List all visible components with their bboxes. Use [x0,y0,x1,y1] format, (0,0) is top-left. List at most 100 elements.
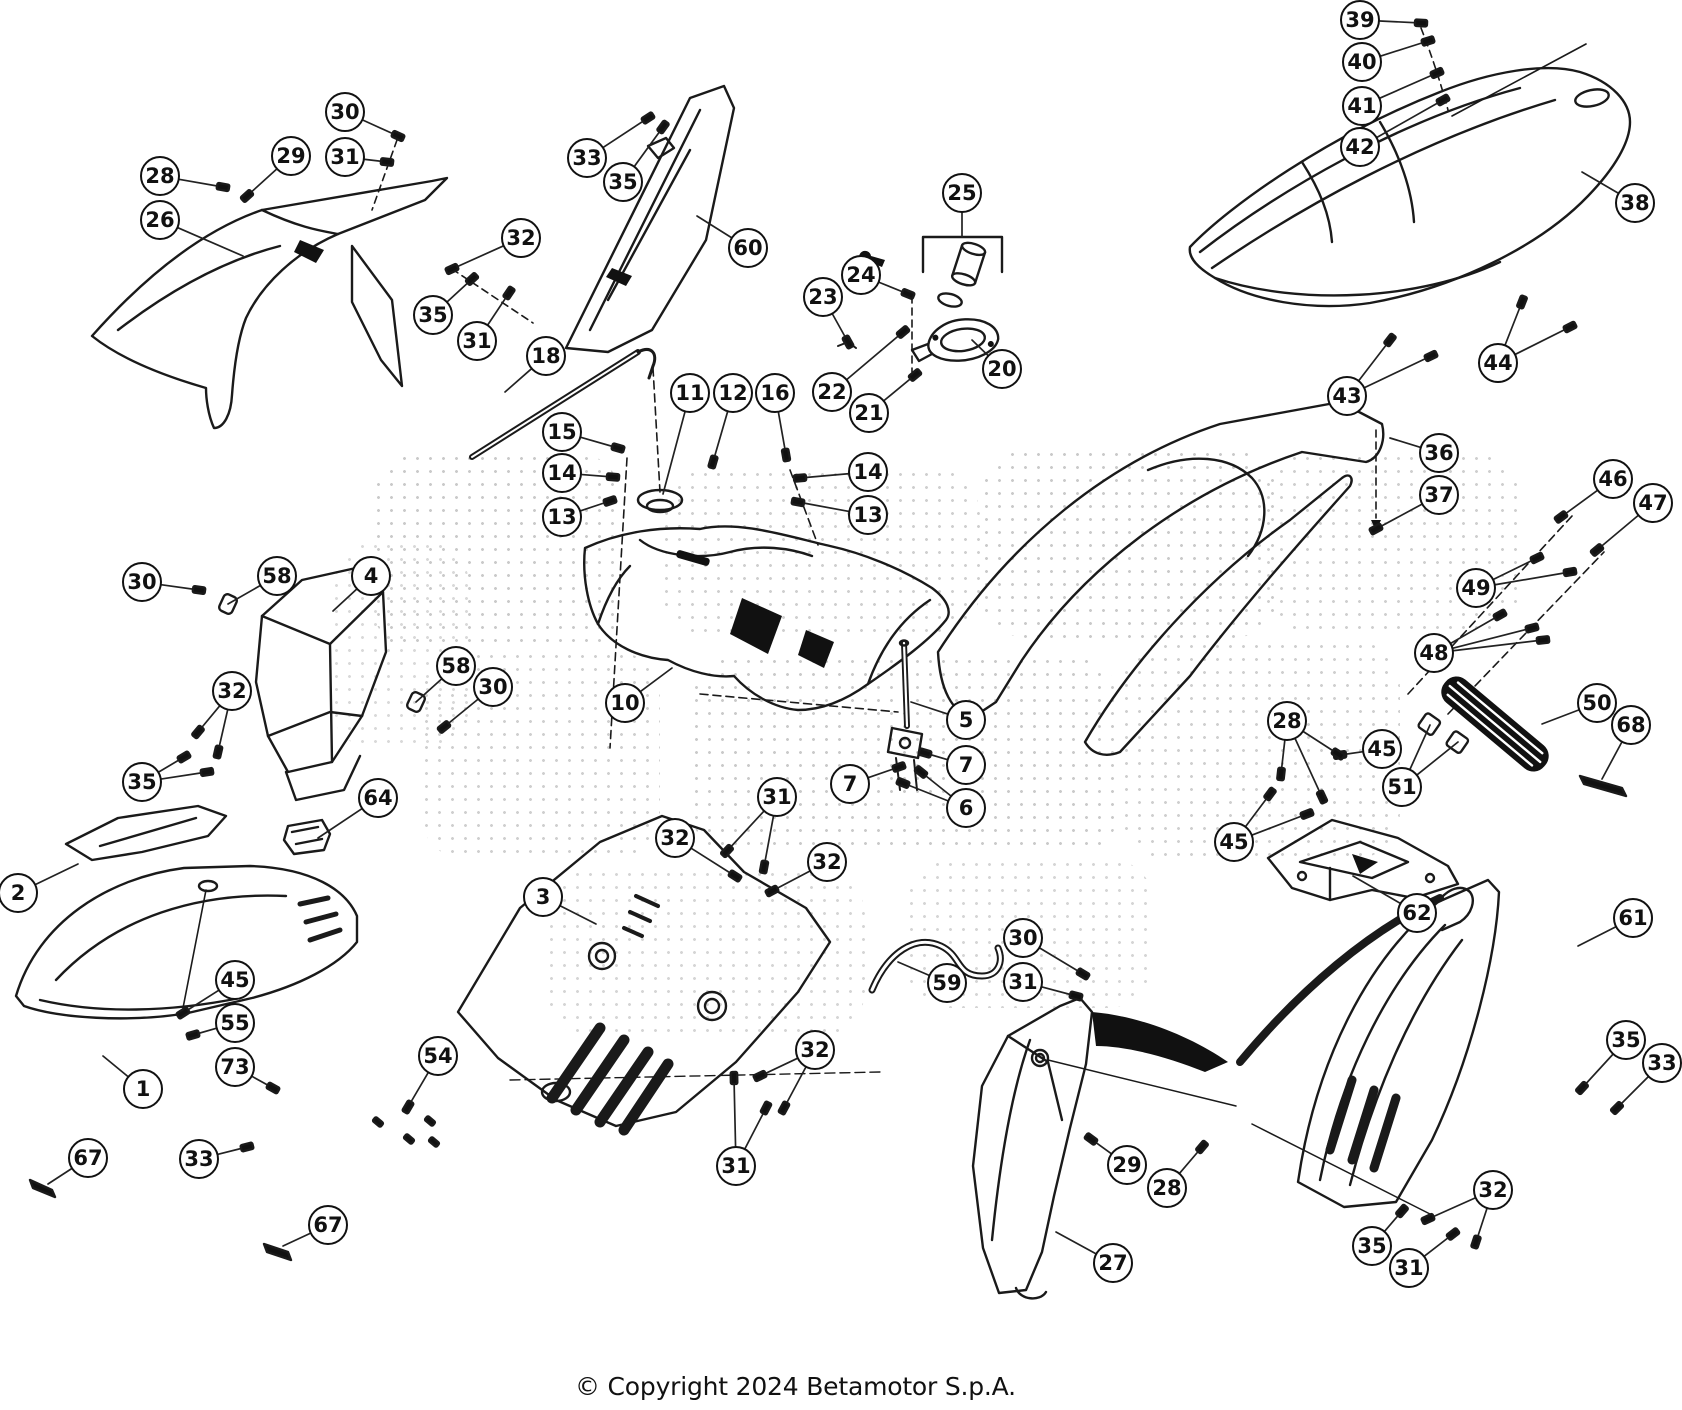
callout-45-43[interactable]: 45 [215,960,255,1000]
callout-13-27[interactable]: 13 [542,497,582,537]
callout-35-40[interactable]: 35 [122,762,162,802]
fastener-glyph [760,1101,771,1115]
callout-7-84[interactable]: 7 [830,764,870,804]
callout-31-81[interactable]: 31 [1389,1248,1429,1288]
callout-54-50[interactable]: 54 [418,1036,458,1076]
callout-6-85[interactable]: 6 [946,788,986,828]
callout-32-79[interactable]: 32 [1473,1170,1513,1210]
callout-30-0[interactable]: 30 [325,92,365,132]
fastener-glyph [1369,523,1383,534]
callout-24-13[interactable]: 24 [841,255,881,295]
callout-48-68[interactable]: 48 [1414,633,1454,673]
leader-line [1353,876,1400,903]
callout-23-14[interactable]: 23 [803,277,843,317]
callout-31-7[interactable]: 31 [457,321,497,361]
callout-29-60[interactable]: 29 [1107,1145,1147,1185]
callout-26-4[interactable]: 26 [140,200,180,240]
callout-45-74[interactable]: 45 [1214,822,1254,862]
callout-62-75[interactable]: 62 [1397,893,1437,933]
callout-16-30[interactable]: 16 [755,373,795,413]
callout-21-17[interactable]: 21 [849,393,889,433]
callout-37-64[interactable]: 37 [1419,475,1459,515]
callout-15-25[interactable]: 15 [542,412,582,452]
callout-32-52[interactable]: 32 [655,818,695,858]
callout-32-55[interactable]: 32 [795,1030,835,1070]
callout-14-31[interactable]: 14 [848,452,888,492]
callout-47-66[interactable]: 47 [1633,483,1673,523]
callout-31-59[interactable]: 31 [1003,962,1043,1002]
callout-40-19[interactable]: 40 [1342,42,1382,82]
callout-50-69[interactable]: 50 [1577,683,1617,723]
callout-45-72[interactable]: 45 [1362,729,1402,769]
callout-46-65[interactable]: 46 [1593,459,1633,499]
callout-67-49[interactable]: 67 [308,1205,348,1245]
callout-3-51[interactable]: 3 [523,877,563,917]
callout-31-56[interactable]: 31 [716,1146,756,1186]
callout-31-53[interactable]: 31 [757,777,797,817]
fastener-glyph [657,120,669,133]
callout-73-45[interactable]: 73 [215,1047,255,1087]
callout-49-67[interactable]: 49 [1456,568,1496,608]
callout-61-76[interactable]: 61 [1613,898,1653,938]
callout-51-71[interactable]: 51 [1382,767,1422,807]
leader-line [1516,327,1570,354]
fastener-glyph [1421,36,1434,46]
callout-36-63[interactable]: 36 [1419,433,1459,473]
callout-32-39[interactable]: 32 [212,671,252,711]
callout-64-41[interactable]: 64 [358,778,398,818]
callout-5-82[interactable]: 5 [946,700,986,740]
fastener-glyph [1530,552,1544,563]
leader-line [228,586,260,604]
callout-55-44[interactable]: 55 [215,1003,255,1043]
callout-11-28[interactable]: 11 [670,373,710,413]
callout-30-58[interactable]: 30 [1003,918,1043,958]
leader-line [784,1068,806,1108]
rear-guard-part [1268,820,1458,900]
callout-35-10[interactable]: 35 [603,162,643,202]
fastener-glyph [896,778,910,788]
callout-4-36[interactable]: 4 [351,556,391,596]
fastener-glyph [1537,636,1550,644]
callout-28-3[interactable]: 28 [140,156,180,196]
callout-29-1[interactable]: 29 [271,136,311,176]
callout-42-21[interactable]: 42 [1340,127,1380,167]
callout-32-5[interactable]: 32 [501,218,541,258]
callout-60-11[interactable]: 60 [728,228,768,268]
callout-12-29[interactable]: 12 [713,373,753,413]
callout-28-61[interactable]: 28 [1147,1168,1187,1208]
callout-35-80[interactable]: 35 [1352,1226,1392,1266]
callout-44-23[interactable]: 44 [1478,343,1518,383]
callout-30-34[interactable]: 30 [122,562,162,602]
fastener-glyph [445,264,459,275]
callout-14-26[interactable]: 14 [542,453,582,493]
callout-59-57[interactable]: 59 [927,963,967,1003]
callout-38-22[interactable]: 38 [1615,183,1655,223]
callout-67-47[interactable]: 67 [68,1138,108,1178]
callout-43-24[interactable]: 43 [1327,376,1367,416]
callout-7-83[interactable]: 7 [946,745,986,785]
callout-32-54[interactable]: 32 [807,842,847,882]
callout-33-9[interactable]: 33 [567,138,607,178]
callout-31-2[interactable]: 31 [325,137,365,177]
callout-58-37[interactable]: 58 [436,646,476,686]
callout-30-38[interactable]: 30 [473,667,513,707]
callout-1-46[interactable]: 1 [123,1069,163,1109]
callout-33-48[interactable]: 33 [179,1139,219,1179]
callout-10-33[interactable]: 10 [605,683,645,723]
callout-2-42[interactable]: 2 [0,873,38,913]
callout-20-15[interactable]: 20 [982,349,1022,389]
callout-28-73[interactable]: 28 [1267,701,1307,741]
leader-line [1505,302,1522,344]
callout-35-6[interactable]: 35 [413,295,453,335]
callout-58-35[interactable]: 58 [257,556,297,596]
callout-68-70[interactable]: 68 [1611,705,1651,745]
callout-39-18[interactable]: 39 [1340,0,1380,40]
callout-13-32[interactable]: 13 [848,495,888,535]
callout-33-78[interactable]: 33 [1642,1043,1682,1083]
callout-41-20[interactable]: 41 [1342,86,1382,126]
callout-25-12[interactable]: 25 [942,173,982,213]
callout-35-77[interactable]: 35 [1606,1020,1646,1060]
callout-27-62[interactable]: 27 [1093,1243,1133,1283]
callout-22-16[interactable]: 22 [812,372,852,412]
callout-18-8[interactable]: 18 [526,336,566,376]
